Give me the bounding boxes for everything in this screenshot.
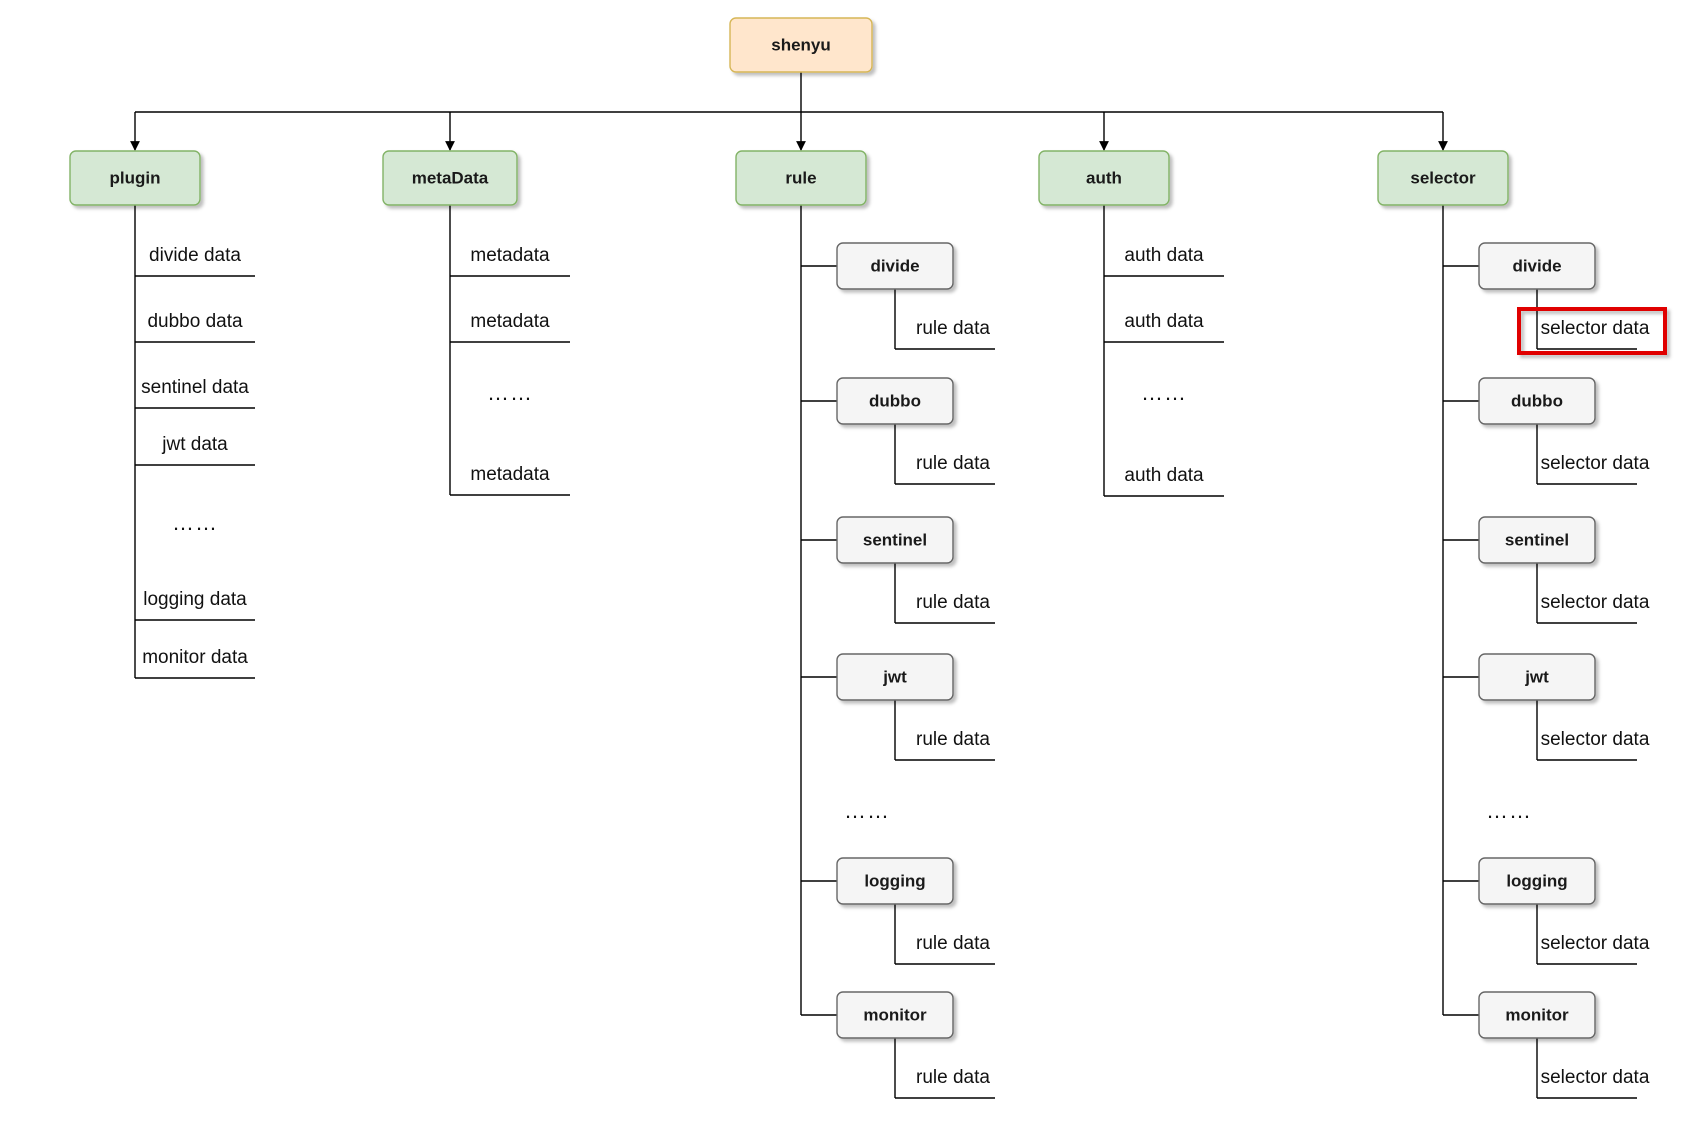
leaf-rule-sentinel: rule data bbox=[916, 592, 990, 613]
leaf-plugin-2: sentinel data bbox=[141, 377, 249, 398]
category-label-plugin: plugin bbox=[110, 168, 161, 187]
leaf-plugin-6: monitor data bbox=[142, 647, 248, 668]
sub-node-selector-sentinel bbox=[1478, 516, 1596, 564]
sub-node-rule-sentinel bbox=[836, 516, 954, 564]
sub-node-label-rule-sentinel: sentinel bbox=[863, 530, 927, 549]
category-node-selector bbox=[1377, 150, 1509, 206]
nodes: shenyu plugin metaData rule auth selector divi… bbox=[69, 17, 1667, 1088]
category-label-auth: auth bbox=[1086, 168, 1122, 187]
leaf-auth-1: auth data bbox=[1124, 311, 1204, 332]
sub-node-label-selector-jwt: jwt bbox=[1524, 667, 1549, 686]
sub-node-label-rule-logging: logging bbox=[864, 871, 925, 890]
sub-node-selector-jwt bbox=[1478, 653, 1596, 701]
sub-node-label-selector-logging: logging bbox=[1506, 871, 1567, 890]
sub-node-label-selector-sentinel: sentinel bbox=[1505, 530, 1569, 549]
root-node-shenyu bbox=[729, 17, 873, 73]
category-node-metaData bbox=[382, 150, 518, 206]
sub-node-label-rule-dubbo: dubbo bbox=[869, 391, 921, 410]
leaf-plugin-0: divide data bbox=[149, 245, 241, 266]
category-label-selector: selector bbox=[1410, 168, 1476, 187]
sub-node-label-selector-divide: divide bbox=[1512, 256, 1561, 275]
connector-lines bbox=[130, 72, 1637, 1099]
leaf-auth-3: auth data bbox=[1124, 465, 1204, 486]
sub-node-selector-divide bbox=[1478, 242, 1596, 290]
leaf-rule-dubbo: rule data bbox=[916, 453, 990, 474]
leaf-rule-logging: rule data bbox=[916, 933, 990, 954]
sub-node-label-rule-divide: divide bbox=[870, 256, 919, 275]
leaf-selector-divide: selector data bbox=[1541, 318, 1650, 339]
sub-node-label-rule-monitor: monitor bbox=[863, 1005, 927, 1024]
category-node-rule bbox=[735, 150, 867, 206]
category-label-rule: rule bbox=[785, 168, 816, 187]
highlight-box-selector-divide bbox=[1517, 307, 1667, 355]
ellipsis-rule: …… bbox=[844, 798, 890, 823]
ellipsis-plugin-4: …… bbox=[172, 510, 218, 535]
leaf-metaData-3: metadata bbox=[470, 464, 550, 485]
leaf-selector-sentinel: selector data bbox=[1541, 592, 1650, 613]
leaf-selector-jwt: selector data bbox=[1541, 729, 1650, 750]
sub-node-label-rule-jwt: jwt bbox=[882, 667, 907, 686]
leaf-plugin-3: jwt data bbox=[161, 434, 228, 455]
leaf-selector-dubbo: selector data bbox=[1541, 453, 1650, 474]
leaf-plugin-5: logging data bbox=[143, 589, 247, 610]
category-node-auth bbox=[1038, 150, 1170, 206]
sub-node-rule-jwt bbox=[836, 653, 954, 701]
leaf-auth-0: auth data bbox=[1124, 245, 1204, 266]
ellipsis-metaData-2: …… bbox=[487, 380, 533, 405]
leaf-metaData-0: metadata bbox=[470, 245, 550, 266]
sub-node-label-selector-dubbo: dubbo bbox=[1511, 391, 1563, 410]
sub-node-rule-monitor bbox=[836, 991, 954, 1039]
leaf-rule-jwt: rule data bbox=[916, 729, 990, 750]
sub-node-label-selector-monitor: monitor bbox=[1505, 1005, 1569, 1024]
leaf-selector-monitor: selector data bbox=[1541, 1067, 1650, 1088]
sub-node-selector-logging bbox=[1478, 857, 1596, 905]
leaf-rule-divide: rule data bbox=[916, 318, 990, 339]
ellipsis-selector: …… bbox=[1486, 798, 1532, 823]
category-node-plugin bbox=[69, 150, 201, 206]
leaf-metaData-1: metadata bbox=[470, 311, 550, 332]
root-node-label: shenyu bbox=[771, 35, 831, 54]
sub-node-selector-monitor bbox=[1478, 991, 1596, 1039]
sub-node-rule-divide bbox=[836, 242, 954, 290]
sub-node-selector-dubbo bbox=[1478, 377, 1596, 425]
sub-node-rule-logging bbox=[836, 857, 954, 905]
ellipsis-auth-2: …… bbox=[1141, 380, 1187, 405]
category-label-metaData: metaData bbox=[412, 168, 489, 187]
leaf-selector-logging: selector data bbox=[1541, 933, 1650, 954]
leaf-plugin-1: dubbo data bbox=[147, 311, 243, 332]
sub-node-rule-dubbo bbox=[836, 377, 954, 425]
leaf-rule-monitor: rule data bbox=[916, 1067, 990, 1088]
